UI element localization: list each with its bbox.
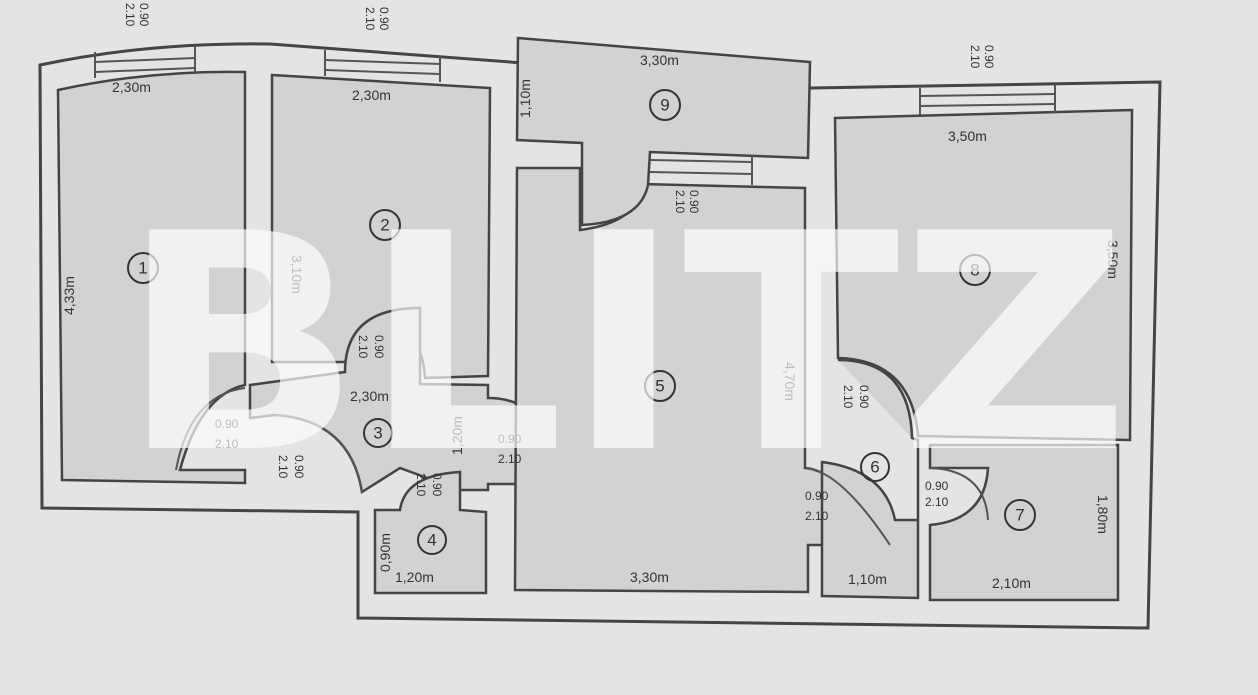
svg-text:1: 1 — [138, 259, 147, 278]
room-4-length: 0,90m — [377, 533, 393, 572]
svg-text:2.10: 2.10 — [215, 437, 239, 451]
watermark-logo: BLITZ — [120, 170, 1130, 519]
svg-text:5: 5 — [655, 377, 664, 396]
svg-text:2.10: 2.10 — [925, 495, 949, 509]
window-label-4: 0.902.10 — [968, 45, 996, 69]
room-2-length: 3,10m — [289, 255, 305, 294]
room-marker-3: 3 — [363, 418, 393, 448]
svg-text:4: 4 — [427, 531, 436, 550]
svg-text:3: 3 — [373, 424, 382, 443]
door-swing-1 — [175, 387, 246, 471]
room-8-length: 3,50m — [1105, 240, 1121, 279]
room-marker-8: 8 — [959, 254, 991, 286]
window-1 — [94, 46, 196, 78]
svg-text:0.90: 0.90 — [687, 190, 701, 214]
svg-text:0.90: 0.90 — [925, 479, 949, 493]
svg-text:2.10: 2.10 — [363, 7, 377, 31]
svg-text:2.10: 2.10 — [123, 3, 137, 27]
room-marker-7: 7 — [1004, 499, 1036, 531]
room-5-length: 4,70m — [782, 362, 798, 401]
room-7-length: 1,80m — [1095, 495, 1111, 534]
svg-text:0.90: 0.90 — [982, 45, 996, 69]
room-8 — [833, 108, 1134, 442]
door-swing-6 — [804, 467, 891, 546]
svg-text:0.90: 0.90 — [137, 3, 151, 27]
room-marker-2: 2 — [369, 209, 401, 241]
room-9-width: 3,30m — [640, 52, 679, 68]
svg-text:0.90: 0.90 — [215, 417, 239, 431]
room-1 — [56, 70, 247, 485]
svg-text:7: 7 — [1015, 506, 1024, 525]
room-6-width: 1,10m — [848, 571, 887, 587]
svg-text:0.90: 0.90 — [292, 455, 306, 479]
svg-text:0.90: 0.90 — [430, 473, 444, 497]
window-3 — [649, 155, 753, 185]
door-label-6: 0.90 2.10 — [805, 489, 829, 523]
room-2-width: 2,30m — [352, 87, 391, 103]
room-7-width: 2,10m — [992, 575, 1031, 591]
window-label-3: 0.902.10 — [673, 190, 701, 214]
room-4 — [373, 470, 488, 595]
room-marker-4: 4 — [417, 525, 447, 555]
svg-text:0.90: 0.90 — [372, 335, 386, 359]
door-label-7: 0.902.10 — [841, 385, 871, 409]
room-marker-1: 1 — [127, 252, 159, 284]
door-label-8: 0.90 2.10 — [925, 479, 949, 509]
svg-text:2.10: 2.10 — [356, 335, 370, 359]
svg-text:0.90: 0.90 — [805, 489, 829, 503]
room-6 — [820, 358, 920, 600]
door-label-1: 0.90 2.10 — [215, 417, 239, 451]
room-5-width: 3,30m — [630, 569, 669, 585]
svg-text:0.90: 0.90 — [857, 385, 871, 409]
svg-text:8: 8 — [970, 261, 979, 280]
room-marker-6: 6 — [860, 452, 890, 482]
door-label-4: 0.90 2.10 — [498, 432, 522, 466]
svg-text:2.10: 2.10 — [276, 455, 290, 479]
room-1-width: 2,30m — [112, 79, 151, 95]
svg-text:2.10: 2.10 — [673, 190, 687, 214]
outer-wall — [38, 42, 1162, 630]
svg-text:2.10: 2.10 — [414, 473, 428, 497]
room-4-width: 1,20m — [395, 569, 434, 585]
svg-text:6: 6 — [870, 458, 879, 477]
room-7 — [928, 443, 1120, 602]
door-swing-8 — [929, 467, 989, 521]
svg-text:0.90: 0.90 — [377, 7, 391, 31]
room-3-width: 2,30m — [350, 388, 389, 404]
room-3-length: 1,20m — [449, 416, 465, 455]
room-1-length: 4,33m — [61, 276, 77, 315]
room-marker-9: 9 — [649, 89, 681, 121]
svg-text:0.90: 0.90 — [498, 432, 522, 446]
svg-text:2.10: 2.10 — [498, 452, 522, 466]
window-label-2: 0.902.10 — [363, 7, 391, 31]
room-9 — [515, 36, 812, 227]
window-4 — [919, 84, 1056, 115]
window-2 — [324, 50, 441, 82]
svg-text:9: 9 — [660, 96, 669, 115]
door-label-2: 0.902.10 — [356, 335, 386, 359]
window-label-1: 0.902.10 — [123, 3, 151, 27]
svg-text:2.10: 2.10 — [841, 385, 855, 409]
room-marker-5: 5 — [644, 370, 676, 402]
svg-text:2.10: 2.10 — [805, 509, 829, 523]
door-label-5: 0.902.10 — [414, 473, 444, 497]
room-8-width: 3,50m — [948, 128, 987, 144]
door-swing-3 — [274, 414, 363, 493]
door-label-3: 0.902.10 — [276, 455, 306, 479]
svg-text:2: 2 — [380, 216, 389, 235]
room-9-length: 1,10m — [517, 79, 533, 118]
svg-text:2.10: 2.10 — [968, 45, 982, 69]
